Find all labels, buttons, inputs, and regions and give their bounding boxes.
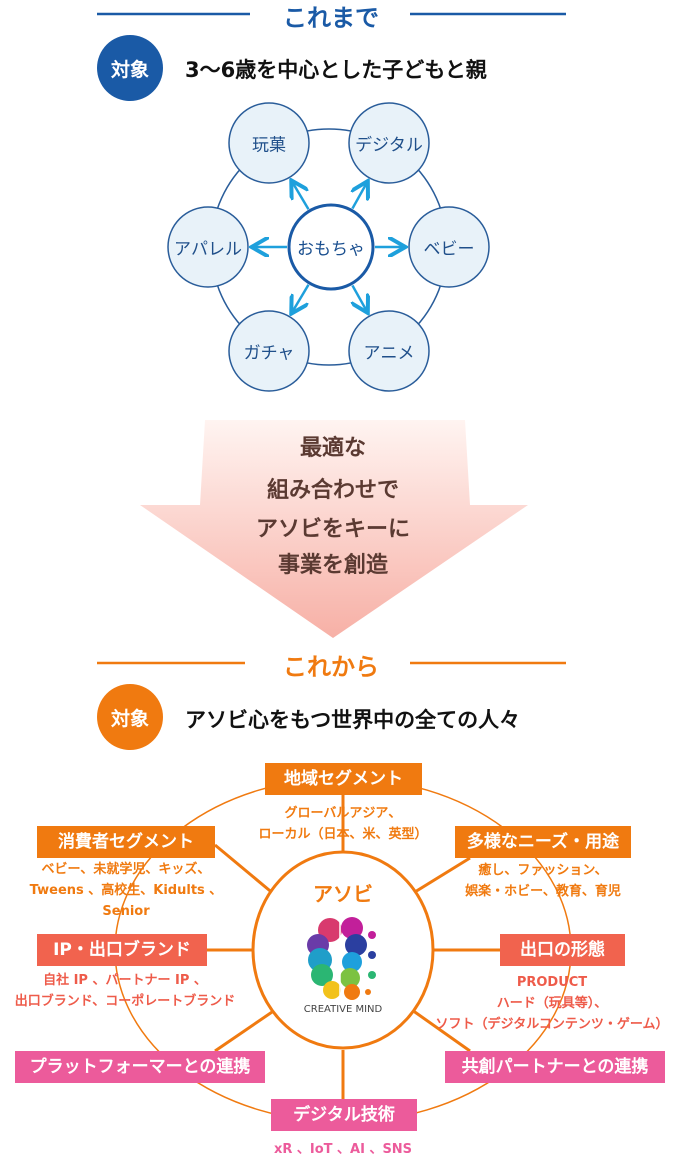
arrow-line: 最適な: [299, 436, 367, 461]
category-node: [348, 310, 430, 392]
transition-arrow: [140, 420, 528, 638]
arrow-icon: [293, 183, 310, 210]
category-node-label: アニメ: [363, 343, 415, 364]
box-diverse-needs: 多様なニーズ・用途: [455, 826, 631, 858]
arrow-line: 組み合わせで: [266, 478, 400, 503]
category-node-label: ベビー: [423, 239, 475, 260]
section-title-before: これまで: [283, 4, 379, 32]
category-node: [348, 102, 430, 184]
logo-text: CREATIVE MIND: [303, 1004, 383, 1015]
creative-mind-logo: [307, 917, 376, 1000]
center-node: [287, 203, 375, 291]
spokes: [207, 795, 500, 1099]
target-badge: 対象: [97, 35, 163, 101]
target-badge: 対象: [97, 684, 163, 750]
category-node: [408, 206, 490, 288]
center-node-label: おもちゃ: [297, 239, 365, 260]
arrow-line: 事業を創造: [277, 553, 389, 578]
box-platformer: プラットフォーマーとの連携: [15, 1051, 265, 1083]
arrow-icon: [352, 183, 366, 210]
box-output-form: 出口の形態: [500, 934, 625, 966]
target-text: 3～6歳を中心とした子どもと親: [185, 58, 487, 82]
category-node-label: ガチャ: [243, 343, 295, 364]
box-digital-tech: デジタル技術: [271, 1099, 417, 1131]
category-node-label: アパレル: [174, 239, 242, 260]
arrow-icon: [293, 284, 310, 312]
category-node: [228, 102, 310, 184]
hub-title: アソビ: [313, 882, 373, 906]
box-detail: グローバルアジア、ローカル（日本、米、英型）: [258, 806, 428, 842]
box-ip-brand: IP・出口ブランド: [37, 934, 207, 966]
category-node: [228, 310, 310, 392]
box-detail: xR 、IoT 、AI 、SNS: [273, 1142, 413, 1157]
box-co-creation: 共創パートナーとの連携: [445, 1051, 665, 1083]
box-regional-segment: 地域セグメント: [265, 763, 422, 795]
box-consumer-segment: 消費者セグメント: [37, 826, 215, 858]
arrow-line: アソビをキーに: [255, 517, 411, 542]
box-detail: 癒し、ファッション、娯楽・ホビー、教育、育児: [465, 863, 621, 899]
category-node-label: デジタル: [355, 135, 423, 156]
category-node-label: 玩菓: [252, 135, 286, 156]
arrow-icon: [352, 284, 366, 310]
box-detail: 自社 IP 、パートナー IP 、出口ブランド、コーポレートブランド: [14, 973, 236, 1009]
center-hub: [251, 850, 435, 1050]
box-detail: ベビー、未就学児、キッズ、Tweens 、高校生、Kidults 、Senior: [29, 862, 223, 919]
category-node: [167, 206, 249, 288]
section-title-after: これから: [283, 653, 379, 681]
target-text: アソビ心をもつ世界中の全ての人々: [185, 708, 521, 732]
